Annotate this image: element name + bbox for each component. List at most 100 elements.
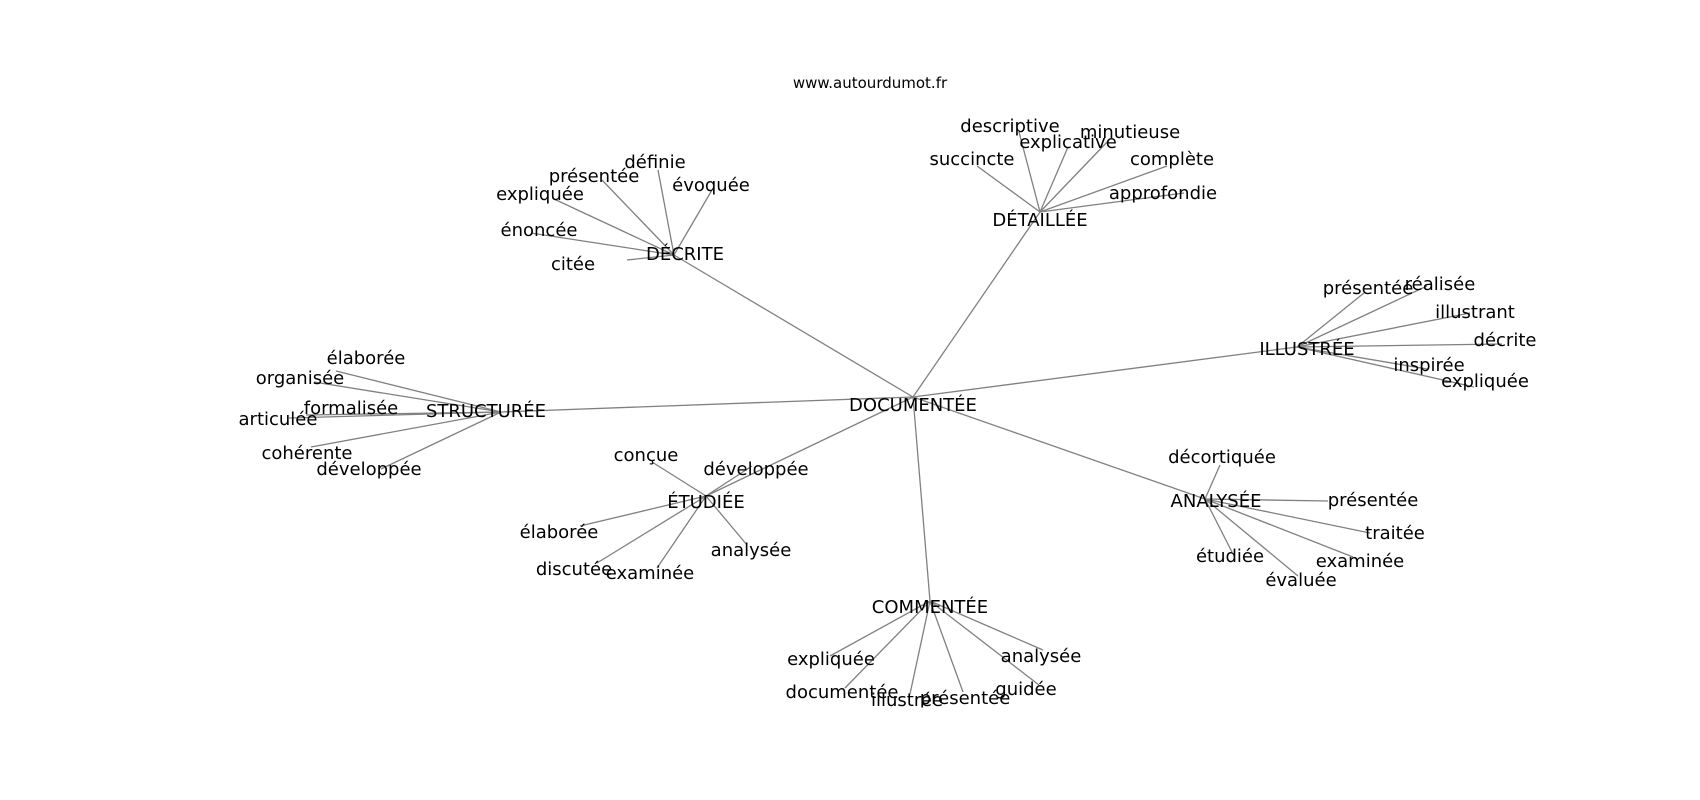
source-url: www.autourdumot.fr: [793, 74, 948, 92]
edge-detaillee-leaf-1: [1039, 139, 1110, 213]
edge-decrite-leaf-1: [601, 179, 675, 256]
edge-illustree-leaf-3: [1296, 343, 1503, 348]
leaf-label-illustree-4: inspirée: [1393, 355, 1464, 376]
edge-center-detaillee: [912, 211, 1041, 398]
edge-decrite-leaf-0: [657, 169, 675, 256]
edge-center-decrite: [673, 254, 914, 398]
edge-etudiee-leaf-5: [656, 495, 707, 569]
edge-analysee-leaf-3: [1204, 498, 1354, 558]
leaf-label-decrite-4: énoncée: [501, 220, 578, 241]
leaf-label-illustree-2: illustrant: [1435, 302, 1515, 323]
edge-detaillee-leaf-2: [1039, 146, 1069, 213]
hub-label-analysee: ANALYSÉE: [1171, 490, 1262, 512]
edge-etudiee-leaf-4: [596, 495, 707, 564]
edge-etudiee-leaf-3: [705, 495, 748, 546]
edge-structuree-leaf-4: [310, 411, 502, 448]
leaf-label-etudiee-0: conçue: [614, 445, 679, 466]
edge-commentee-leaf-5: [909, 600, 931, 695]
leaf-label-commentee-0: expliquée: [787, 649, 875, 670]
hub-label-commentee: COMMENTÉE: [872, 596, 988, 618]
hub-label-etudiee: ÉTUDIÉE: [667, 491, 744, 513]
edge-etudiee-leaf-2: [579, 495, 707, 527]
leaf-label-commentee-3: documentée: [786, 682, 899, 703]
center-node-label: DOCUMENTÉE: [849, 394, 977, 416]
leaf-label-detaillee-1: minutieuse: [1080, 122, 1180, 143]
leaf-label-detaillee-4: complète: [1130, 149, 1214, 170]
edge-center-commentee: [912, 396, 931, 602]
edge-analysee-leaf-0: [1204, 464, 1221, 500]
edge-center-structuree: [500, 396, 914, 413]
leaf-label-decrite-1: présentée: [549, 166, 640, 187]
edge-center-analysee: [912, 396, 1206, 500]
edge-structuree-leaf-3: [288, 411, 502, 419]
leaf-label-etudiee-1: développée: [703, 459, 808, 480]
edge-structuree-leaf-5: [380, 411, 502, 470]
leaf-label-analysee-3: examinée: [1316, 551, 1405, 572]
leaf-label-commentee-1: analysée: [1001, 646, 1082, 667]
edge-structuree-leaf-0: [335, 370, 502, 413]
leaf-label-commentee-4: présentée: [920, 688, 1011, 709]
edge-structuree-leaf-1: [313, 381, 502, 413]
leaf-label-etudiee-3: analysée: [711, 540, 792, 561]
edge-commentee-leaf-2: [929, 600, 1040, 686]
leaf-label-structuree-3: articulée: [239, 409, 318, 430]
leaf-label-decrite-0: définie: [624, 152, 685, 173]
edge-commentee-leaf-4: [929, 600, 964, 693]
edge-detaillee-leaf-3: [976, 165, 1041, 213]
edge-decrite-leaf-3: [553, 198, 675, 256]
leaf-label-illustree-5: expliquée: [1441, 371, 1529, 392]
leaf-label-analysee-0: décortiquée: [1168, 447, 1276, 468]
edge-analysee-leaf-4: [1204, 498, 1233, 553]
leaf-label-detaillee-3: succincte: [929, 149, 1014, 170]
leaf-label-detaillee-5: approfondie: [1109, 183, 1217, 204]
leaf-label-detaillee-0: descriptive: [960, 116, 1059, 137]
edge-commentee-leaf-1: [929, 600, 1044, 651]
edges-layer: [288, 131, 1503, 695]
leaf-label-analysee-1: présentée: [1328, 490, 1419, 511]
leaf-label-illustree-3: décrite: [1474, 330, 1537, 351]
leaf-label-structuree-5: développée: [316, 459, 421, 480]
leaf-label-etudiee-5: examinée: [606, 563, 695, 584]
leaf-label-structuree-4: cohérente: [261, 443, 352, 464]
leaf-label-analysee-4: étudiée: [1196, 546, 1264, 567]
edge-decrite-leaf-5: [626, 254, 675, 261]
hub-label-decrite: DÉCRITE: [646, 243, 724, 265]
leaf-label-illustree-1: présentée: [1323, 278, 1414, 299]
hub-label-detaillee: DÉTAILLÉE: [992, 209, 1087, 231]
leaf-label-illustree-0: réalisée: [1405, 274, 1476, 295]
edge-decrite-leaf-4: [530, 232, 675, 256]
leaf-label-structuree-0: élaborée: [327, 348, 406, 369]
hub-label-structuree: STRUCTURÉE: [426, 400, 546, 422]
edge-center-illustree: [912, 346, 1298, 398]
edge-illustree-leaf-2: [1296, 312, 1471, 348]
edge-illustree-leaf-0: [1296, 285, 1428, 348]
leaf-label-analysee-2: traitée: [1365, 523, 1425, 544]
leaf-label-structuree-2: formalisée: [304, 398, 399, 419]
leaf-label-analysee-5: évaluée: [1265, 570, 1336, 591]
edge-illustree-leaf-4: [1296, 346, 1428, 370]
edge-illustree-leaf-5: [1296, 346, 1475, 388]
edge-commentee-leaf-0: [829, 600, 931, 657]
leaf-label-etudiee-2: élaborée: [520, 522, 599, 543]
leaf-label-detaillee-2: explicative: [1019, 132, 1117, 153]
leaf-label-decrite-3: expliquée: [496, 184, 584, 205]
leaf-label-decrite-5: citée: [551, 254, 595, 275]
edge-detaillee-leaf-5: [1039, 192, 1185, 213]
edge-detaillee-leaf-0: [1018, 131, 1041, 213]
edge-etudiee-leaf-0: [651, 461, 707, 497]
edge-decrite-leaf-2: [673, 189, 713, 256]
leaf-label-decrite-2: évoquée: [672, 175, 750, 196]
edge-analysee-leaf-2: [1204, 498, 1371, 534]
leaf-label-structuree-1: organisée: [256, 368, 345, 389]
edge-detaillee-leaf-4: [1039, 165, 1168, 213]
leaf-label-commentee-2: guidée: [995, 679, 1056, 700]
leaf-label-commentee-5: illustrée: [871, 690, 943, 711]
edge-analysee-leaf-5: [1204, 498, 1299, 577]
edge-analysee-leaf-1: [1204, 498, 1329, 502]
leaf-label-etudiee-4: discutée: [536, 559, 612, 580]
hub-label-illustree: ILLUSTRÉE: [1259, 338, 1354, 360]
edge-etudiee-leaf-1: [705, 465, 753, 497]
edge-illustree-leaf-1: [1296, 292, 1365, 348]
